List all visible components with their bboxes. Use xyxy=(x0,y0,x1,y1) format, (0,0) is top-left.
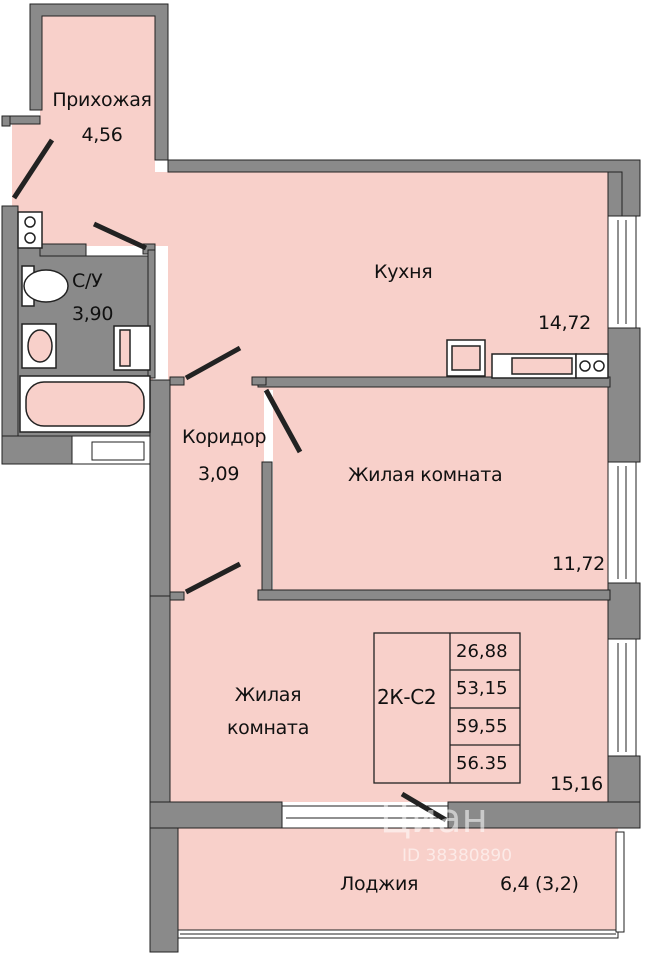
watermark-id: ID 38380890 xyxy=(402,846,513,866)
bedroom2-name-line2: комната xyxy=(226,717,310,739)
bedroom2-area: 15,16 xyxy=(550,773,603,795)
kitchen-name: Кухня xyxy=(374,261,433,283)
loggia-floor xyxy=(178,828,618,934)
summary-value-3: 59,55 xyxy=(456,716,508,737)
hall-kitchen-floor xyxy=(12,16,608,373)
bedroom2-floor xyxy=(168,600,608,802)
floor-fill xyxy=(12,16,618,934)
summary-value-2: 53,15 xyxy=(456,678,508,699)
bedroom1-area: 11,72 xyxy=(552,553,605,575)
bedroom1-name: Жилая комната xyxy=(348,464,503,486)
summary-value-4: 56.35 xyxy=(456,753,508,774)
bedroom1-floor xyxy=(273,388,608,590)
bedroom2-name-line1: Жилая xyxy=(234,684,302,706)
hall-name: Прихожая xyxy=(52,89,152,111)
hall-area: 4,56 xyxy=(81,124,123,146)
windows xyxy=(71,215,637,939)
bath-name: С/У xyxy=(72,270,103,292)
loggia-name: Лоджия xyxy=(340,873,419,895)
apartment-type: 2К-С2 xyxy=(377,685,437,709)
doors xyxy=(11,138,448,823)
bath-fixtures xyxy=(17,211,151,433)
corridor-name: Коридор xyxy=(182,426,267,448)
kitchen-area: 14,72 xyxy=(538,312,591,334)
bath-area: 3,90 xyxy=(72,303,114,325)
loggia-area: 6,4 (3,2) xyxy=(500,873,579,895)
summary-box xyxy=(373,632,521,784)
summary-value-1: 26,88 xyxy=(456,641,508,662)
kitchen-fixtures xyxy=(446,339,609,379)
corridor-floor xyxy=(168,385,264,605)
watermark-brand: Циан xyxy=(380,796,488,842)
corridor-area: 3,09 xyxy=(198,463,240,485)
